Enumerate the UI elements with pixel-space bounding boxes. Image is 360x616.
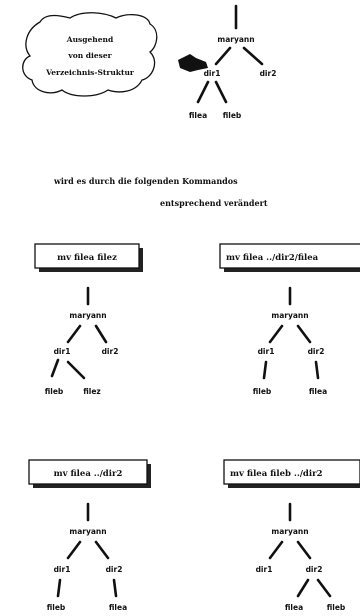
tree-result-3: maryann dir1 dir2 fileb filea: [47, 502, 127, 612]
tree-3-dir2: dir2: [106, 565, 123, 574]
command-box-1: [34, 243, 140, 269]
tree-1-file-a: fileb: [45, 387, 64, 396]
cloud-line-2: von dieser: [67, 51, 112, 60]
tree-initial: maryann dir1 dir2 filea fileb: [189, 4, 277, 120]
tree-1-dir2: dir2: [102, 347, 119, 356]
tree-1-dir1: dir1: [54, 347, 71, 356]
tree-2-file-a: fileb: [253, 387, 272, 396]
tree-3-dir1: dir1: [54, 565, 71, 574]
pointer-arrow-icon: [178, 54, 208, 72]
tree-4-root: maryann: [271, 527, 308, 536]
tree-2-dir1: dir1: [258, 347, 275, 356]
cloud-line-3: Verzeichnis-Struktur: [45, 68, 135, 77]
command-3-text: mv filea ../dir2: [54, 469, 123, 479]
tree-3-file-a: fileb: [47, 603, 66, 612]
tree-2-dir2: dir2: [308, 347, 325, 356]
tree-2-file-b: filea: [309, 387, 327, 396]
caption-line-2: entsprechend verändert: [160, 198, 268, 208]
command-box-4: [223, 459, 360, 485]
tree-1-file-b: filez: [83, 387, 101, 396]
command-4-text: mv filea fileb ../dir2: [230, 469, 323, 479]
tree-4-file-b: fileb: [327, 603, 346, 612]
tree-0-file-b: fileb: [223, 111, 242, 120]
tree-0-file-a: filea: [189, 111, 207, 120]
tree-4-dir2: dir2: [306, 565, 323, 574]
tree-3-root: maryann: [69, 527, 106, 536]
tree-result-1: maryann dir1 dir2 fileb filez: [45, 286, 119, 396]
cloud-line-1: Ausgehend: [66, 35, 114, 44]
tree-4-file-a: filea: [285, 603, 303, 612]
tree-2-root: maryann: [271, 311, 308, 320]
command-box-3: [28, 459, 148, 485]
tree-0-dir2: dir2: [260, 69, 277, 78]
tree-3-file-b: filea: [109, 603, 127, 612]
tree-0-dir1: dir1: [204, 69, 221, 78]
tree-4-dir1: dir1: [256, 565, 273, 574]
command-2-text: mv filea ../dir2/filea: [226, 253, 319, 263]
tree-result-4: maryann dir1 dir2 filea fileb: [256, 502, 346, 612]
tree-result-2: maryann dir1 dir2 fileb filea: [253, 286, 327, 396]
cloud-shape: [22, 12, 158, 97]
caption-line-1: wird es durch die folgenden Kommandos: [53, 176, 238, 186]
tree-1-root: maryann: [69, 311, 106, 320]
command-1-text: mv filea filez: [57, 253, 117, 263]
tree-0-root: maryann: [217, 35, 254, 44]
command-box-2: [219, 243, 360, 269]
